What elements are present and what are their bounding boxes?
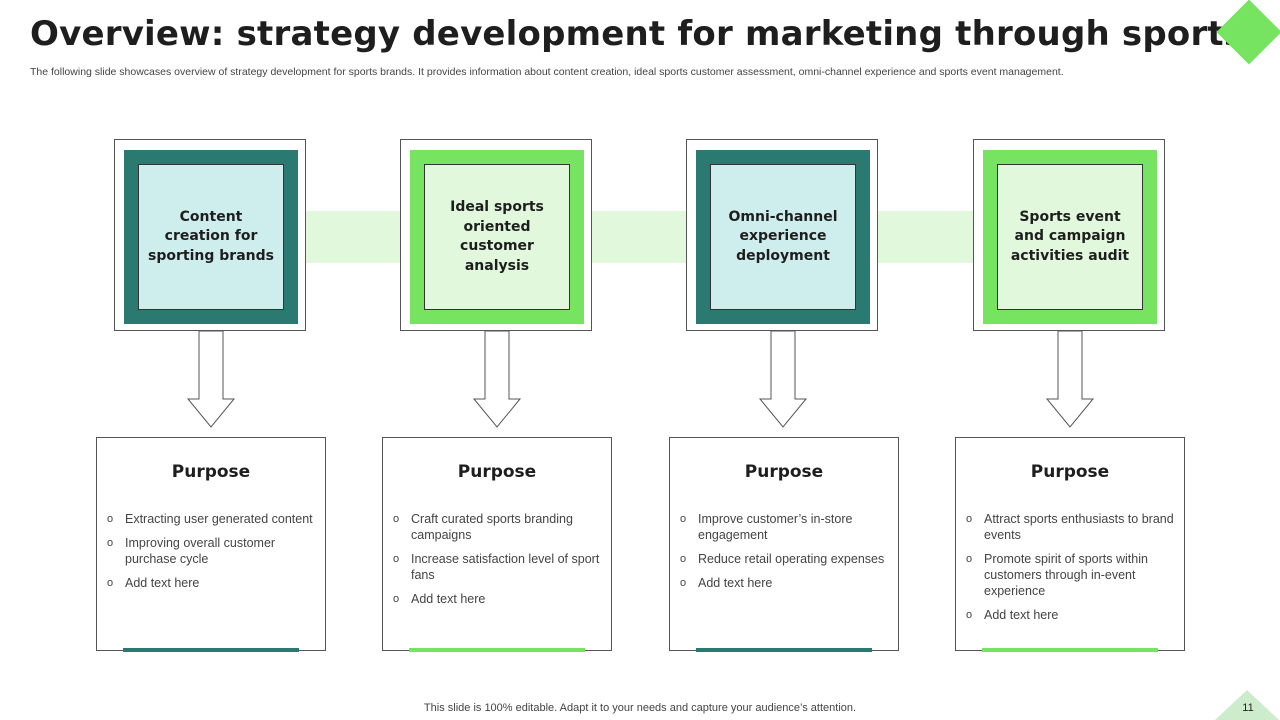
step-card-3: Omni-channel experience deployment	[686, 139, 878, 331]
step-card-2: Ideal sports oriented customer analysis	[400, 139, 592, 331]
step-card-1: Content creation for sporting brands	[114, 139, 306, 331]
step-card-inner: Sports event and campaign activities aud…	[997, 164, 1143, 310]
down-arrow-icon	[186, 331, 236, 428]
circle-bullet-icon: o	[966, 553, 973, 565]
purpose-title: Purpose	[457, 462, 537, 482]
purpose-title: Purpose	[744, 462, 824, 482]
circle-bullet-icon: o	[393, 553, 400, 565]
circle-bullet-icon: o	[680, 553, 687, 565]
step-card-inner: Content creation for sporting brands	[138, 164, 284, 310]
circle-bullet-icon: o	[393, 513, 400, 525]
page-corner-triangle	[1215, 690, 1279, 720]
step-title: Content creation for sporting brands	[148, 208, 274, 264]
step-card-frame: Ideal sports oriented customer analysis	[410, 150, 584, 324]
purpose-title: Purpose	[171, 462, 251, 482]
page-number: 11	[1242, 702, 1254, 714]
circle-bullet-icon: o	[393, 593, 400, 605]
circle-bullet-icon: o	[680, 513, 687, 525]
step-card-4: Sports event and campaign activities aud…	[973, 139, 1165, 331]
down-arrow-icon	[758, 331, 808, 428]
step-title: Omni-channel experience deployment	[728, 208, 838, 264]
circle-bullet-icon: o	[107, 513, 114, 525]
accent-underline	[982, 648, 1158, 652]
down-arrow-icon	[472, 331, 522, 428]
accent-underline	[696, 648, 872, 652]
step-card-frame: Sports event and campaign activities aud…	[983, 150, 1157, 324]
accent-underline	[123, 648, 299, 652]
purpose-title: Purpose	[1030, 462, 1110, 482]
step-card-inner: Omni-channel experience deployment	[710, 164, 856, 310]
decorative-diamond	[1216, 0, 1280, 65]
down-arrow-icon	[1045, 331, 1095, 428]
step-title: Sports event and campaign activities aud…	[1010, 208, 1130, 264]
step-title: Ideal sports oriented customer analysis	[450, 199, 544, 274]
step-card-frame: Content creation for sporting brands	[124, 150, 298, 324]
circle-bullet-icon: o	[966, 513, 973, 525]
step-card-inner: Ideal sports oriented customer analysis	[424, 164, 570, 310]
circle-bullet-icon: o	[107, 577, 114, 589]
circle-bullet-icon: o	[966, 609, 973, 621]
circle-bullet-icon: o	[680, 577, 687, 589]
circle-bullet-icon: o	[107, 537, 114, 549]
footer-note: This slide is 100% editable. Adapt it to…	[423, 702, 857, 714]
slide-title: Overview: strategy development for marke…	[30, 14, 1245, 54]
slide-subtitle: The following slide showcases overview o…	[30, 66, 1064, 78]
step-card-frame: Omni-channel experience deployment	[696, 150, 870, 324]
accent-underline	[409, 648, 585, 652]
